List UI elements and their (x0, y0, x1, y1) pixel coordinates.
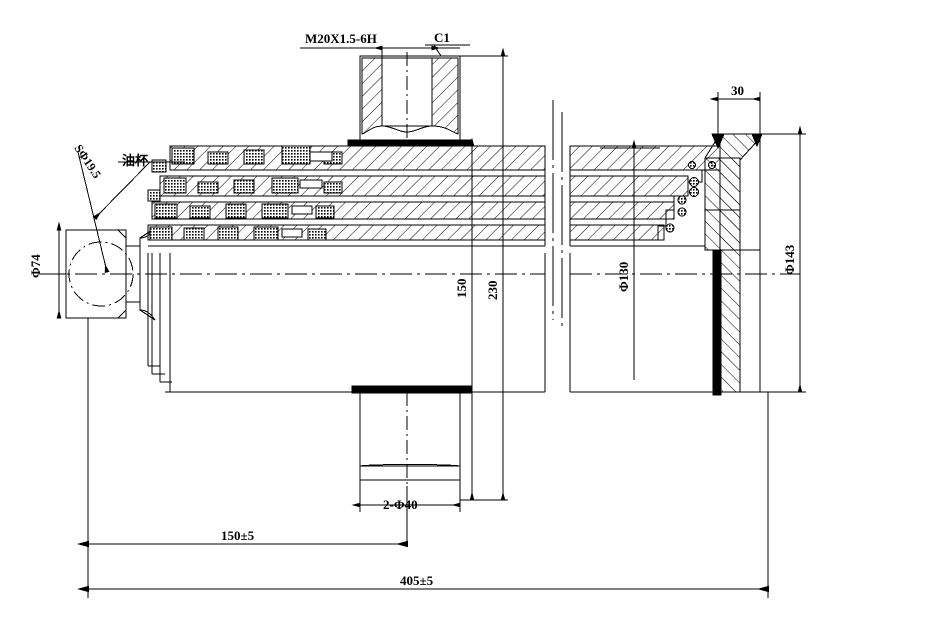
mount-base-plate (351, 385, 473, 394)
barrel-outer-wall (169, 145, 546, 171)
label-mount-span: 230 (485, 281, 500, 301)
dim-grease-cup (92, 161, 185, 221)
label-barrel-diameter: Φ130 (616, 262, 631, 292)
section-break-line (552, 100, 563, 330)
dim-pin-bores (351, 466, 461, 545)
port-bore (381, 57, 433, 127)
label-pin-bores: 2-Φ40 (383, 497, 418, 512)
dim-cap-width (709, 92, 761, 134)
dim-pin-position (77, 318, 408, 598)
label-grease-cup: 油杯 (122, 153, 149, 168)
cap-edge-band (712, 249, 722, 396)
seal-pack-group (149, 145, 343, 241)
top-port-boss (340, 52, 480, 147)
dim-chamfer (425, 44, 470, 57)
label-pin-position: 150±5 (221, 528, 255, 543)
label-port-thread: M20X1.5-6H (305, 31, 377, 46)
label-spherical-bearing: SΦ19.5 (72, 142, 105, 181)
label-overall-length: 405±5 (400, 573, 434, 588)
bottom-mount-boss (351, 385, 473, 486)
lower-outside-view (40, 253, 800, 393)
dim-spherical-bearing (77, 151, 110, 274)
label-flange-diameter: Φ143 (782, 244, 797, 275)
label-mount-offset: 150 (454, 279, 469, 299)
section-upper-half (147, 145, 721, 247)
dim-overall-length (77, 392, 769, 598)
label-eye-diameter: Φ74 (28, 254, 43, 278)
boss-base-plate (347, 139, 473, 147)
label-chamfer: C1 (434, 30, 450, 45)
stage-3-wall (151, 201, 546, 220)
label-cap-width: 30 (731, 83, 744, 98)
stage-4-wall (147, 224, 546, 241)
dim-barrel-diameter (600, 139, 660, 380)
dim-mount-span (460, 47, 508, 501)
right-end-cap (704, 133, 763, 396)
